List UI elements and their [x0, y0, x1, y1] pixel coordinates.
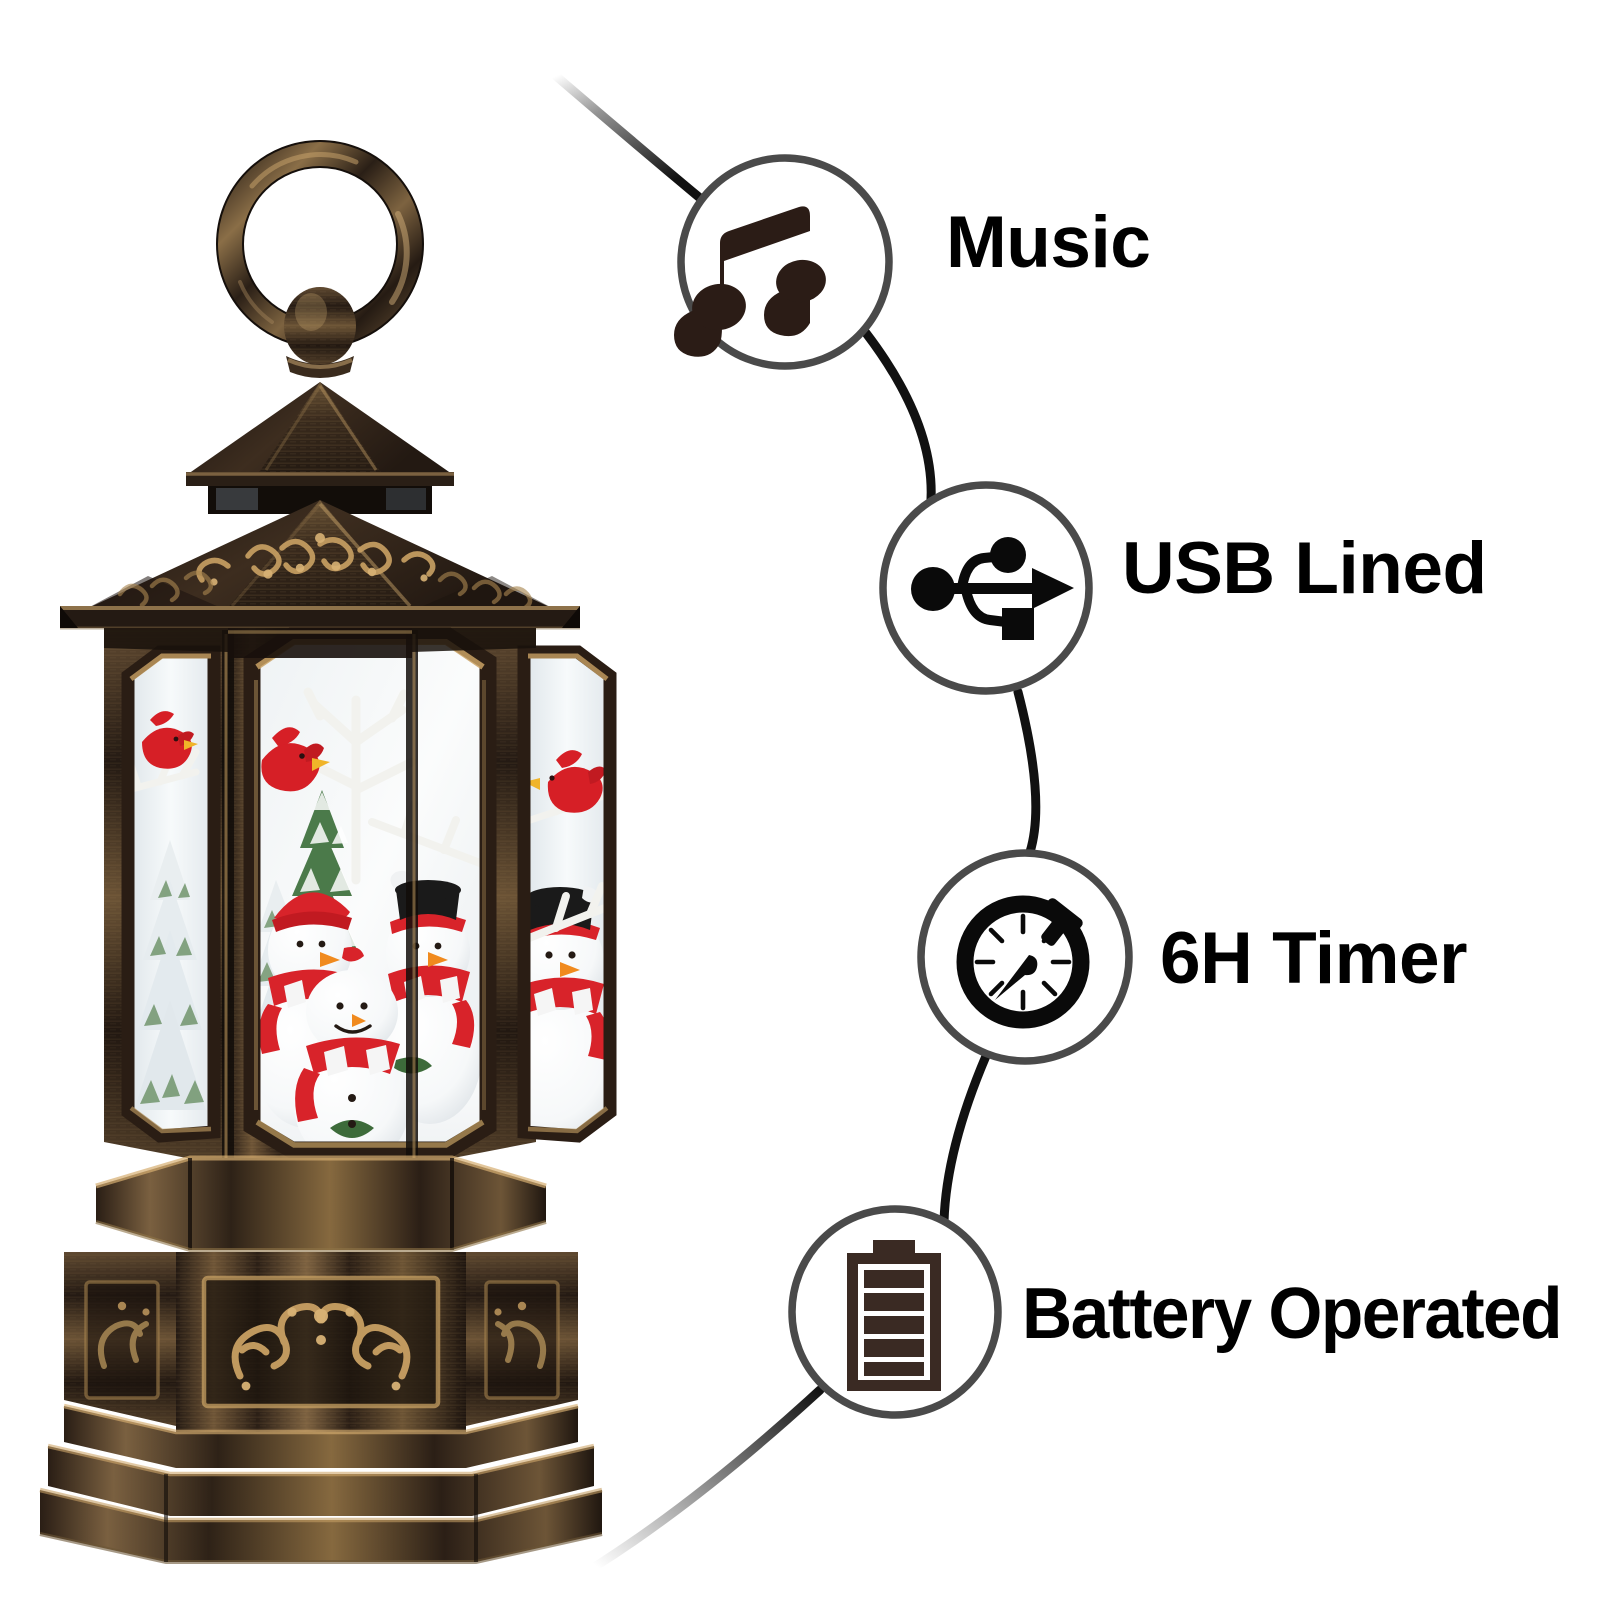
feature-label-timer: 6H Timer — [1160, 918, 1468, 999]
usb-icon — [911, 537, 1074, 640]
feature-label-usb: USB Lined — [1122, 528, 1487, 609]
music-note-icon — [674, 206, 826, 357]
snowman-front — [294, 970, 410, 1150]
scene-center-panel — [252, 687, 488, 1150]
lantern-finial — [284, 287, 356, 378]
cardinal-bird — [524, 750, 606, 813]
feature-label-battery: Battery Operated — [1022, 1274, 1563, 1354]
roof-filigree-dots — [210, 533, 428, 586]
battery-full-icon — [847, 1240, 941, 1391]
cardinal-bird — [261, 727, 330, 792]
lantern-glass-chamber — [104, 627, 617, 1178]
lantern-base — [39, 1155, 603, 1564]
timer-icon-ring[interactable] — [917, 849, 1133, 1065]
feature-label-music: Music — [946, 202, 1151, 283]
scene-right-panel — [524, 750, 610, 1136]
scene-left-panel — [128, 711, 206, 1110]
cardinal-bird — [142, 711, 198, 769]
stopwatch-icon — [956, 895, 1090, 1029]
